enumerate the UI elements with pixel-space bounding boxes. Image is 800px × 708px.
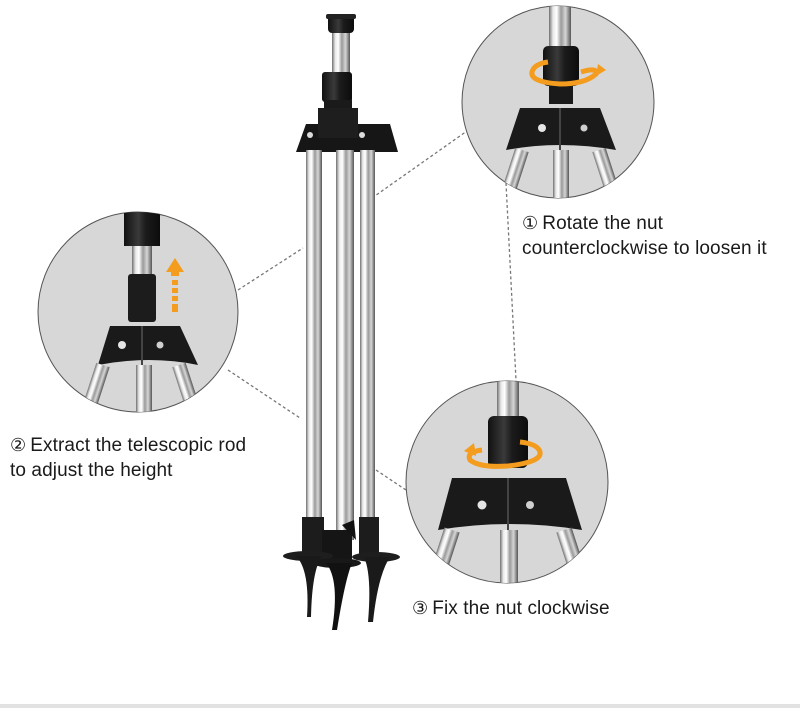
bottom-divider <box>0 704 800 708</box>
step-1-line-1: Rotate the nut <box>542 213 664 234</box>
detail-circle-rotate-loosen <box>461 5 655 199</box>
rotate-clockwise-arrow-icon <box>466 439 543 469</box>
step-3-number: ③ <box>412 598 429 618</box>
step-2-line-2: to adjust the height <box>10 460 173 481</box>
step-2-line-1: Extract the telescopic rod <box>30 435 247 456</box>
step-2-number: ② <box>10 435 27 455</box>
step-1-line-2: counterclockwise to loosen it <box>522 238 767 259</box>
detail-circle-fix-clockwise <box>405 380 609 584</box>
detail-circle-extract-rod <box>37 211 239 413</box>
tripod-illustration <box>283 14 400 630</box>
step-3-line-1: Fix the nut clockwise <box>432 598 610 619</box>
upward-arrow-icon <box>166 258 184 312</box>
rotate-counterclockwise-arrow-icon <box>529 59 599 87</box>
connector-lines <box>227 130 518 495</box>
step-1-number: ① <box>522 213 539 233</box>
